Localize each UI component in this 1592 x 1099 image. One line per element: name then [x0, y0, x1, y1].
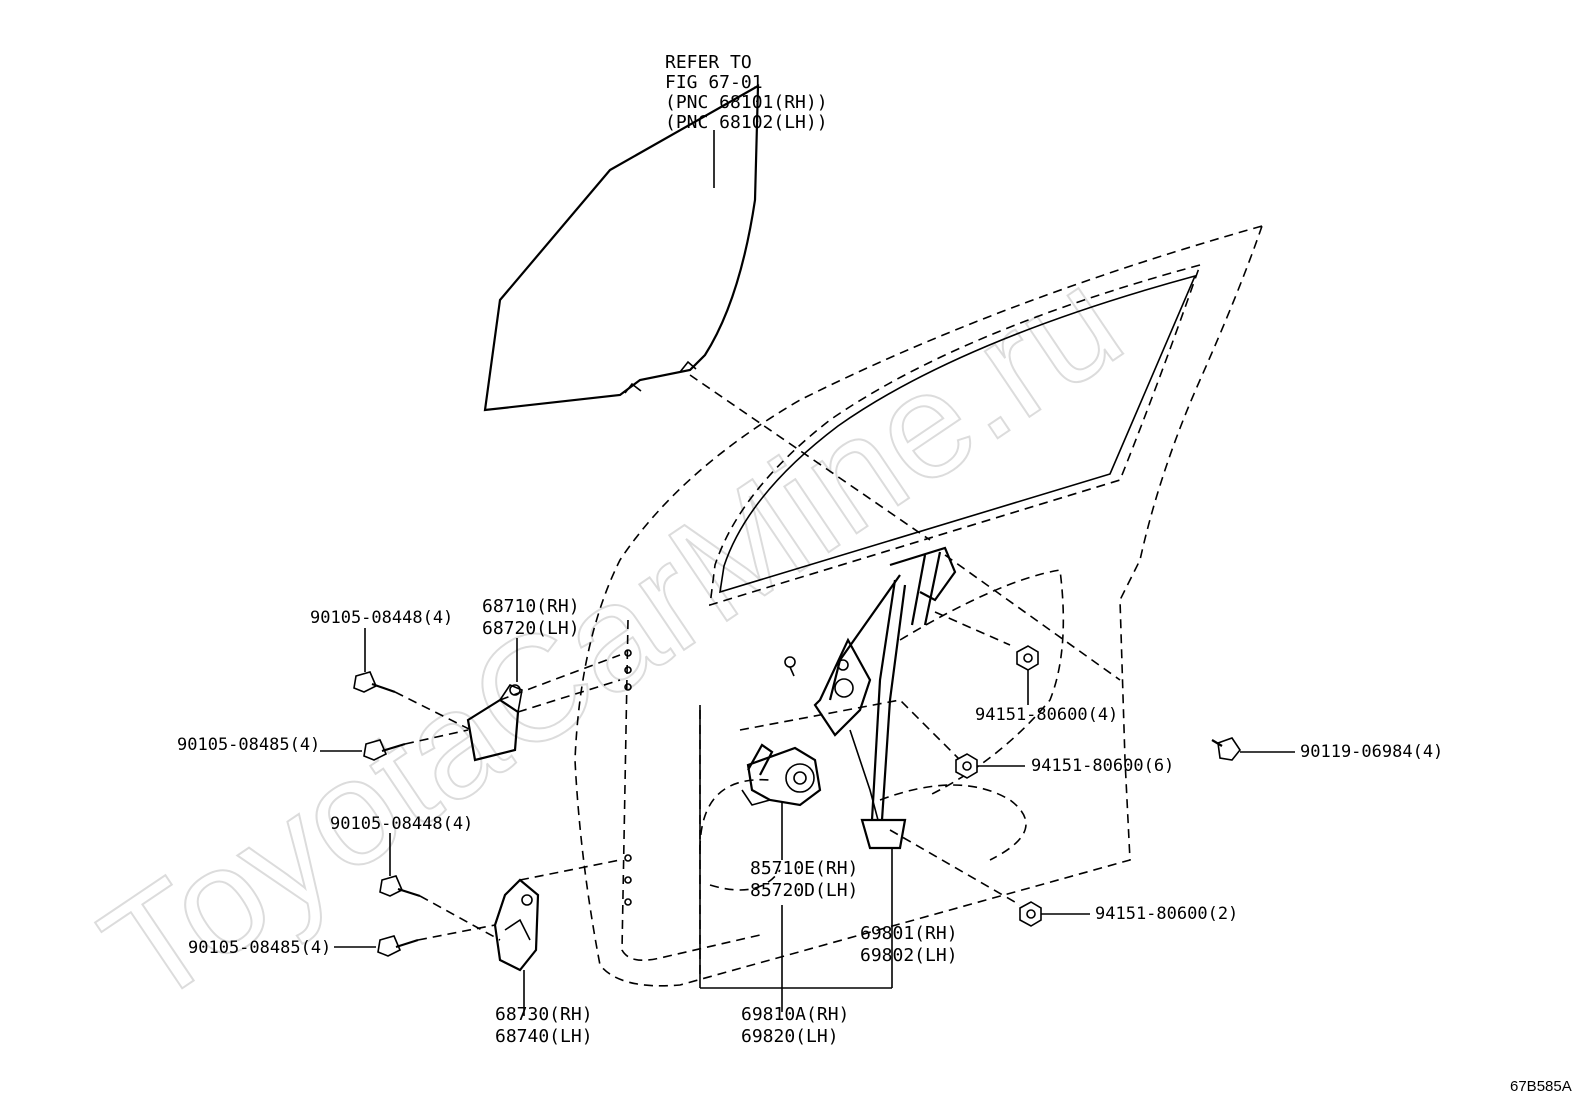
label-motor-rh: 85710E(RH)	[750, 858, 858, 879]
label-nut-c: 94151-80600(2)	[1095, 904, 1238, 924]
watermark: ToyotaCarMine.ru	[74, 235, 1149, 1036]
glass-note-line2: FIG 67-01	[665, 72, 763, 93]
label-upper-hinge-rh: 68710(RH)	[482, 596, 580, 617]
glass-note: REFER TO FIG 67-01 (PNC 68101(RH)) (PNC …	[665, 52, 828, 133]
glass-note-line4: (PNC 68102(LH))	[665, 112, 828, 133]
label-regulator-lh: 69802(LH)	[860, 945, 958, 966]
assembly-bracket	[699, 705, 893, 1012]
figure-code: 67B585A	[1510, 1078, 1572, 1095]
lower-hinge-bolts	[334, 833, 621, 957]
label-nut-a: 94151-80600(4)	[975, 705, 1118, 725]
nut-lower	[1019, 901, 1090, 927]
glass-note-line3: (PNC 68101(RH))	[665, 92, 828, 113]
lower-hinge	[493, 878, 540, 1016]
label-upper-hinge-lh: 68720(LH)	[482, 618, 580, 639]
label-bolt-right: 90119-06984(4)	[1300, 742, 1443, 762]
label-assy-rh: 69810A(RH)	[741, 1004, 849, 1025]
regulator-motor	[741, 743, 822, 860]
label-assy-lh: 69820(LH)	[741, 1026, 839, 1047]
nut-middle	[955, 753, 1025, 779]
label-lower-bolt-a: 90105-08448(4)	[330, 814, 473, 834]
bolt-right	[1211, 737, 1295, 761]
label-upper-bolt-b: 90105-08485(4)	[177, 735, 320, 755]
window-regulator	[739, 546, 1121, 906]
label-lower-bolt-b: 90105-08485(4)	[188, 938, 331, 958]
glass-note-line1: REFER TO	[665, 52, 752, 73]
label-nut-b: 94151-80600(6)	[1031, 756, 1174, 776]
upper-hinge-bolts	[320, 628, 621, 761]
door-glass	[483, 84, 760, 412]
label-regulator-rh: 69801(RH)	[860, 923, 958, 944]
label-motor-lh: 85720D(LH)	[750, 880, 858, 901]
label-upper-bolt-a: 90105-08448(4)	[310, 608, 453, 628]
nut-upper	[1016, 645, 1039, 705]
label-lower-hinge-rh: 68730(RH)	[495, 1004, 593, 1025]
label-lower-hinge-lh: 68740(LH)	[495, 1026, 593, 1047]
